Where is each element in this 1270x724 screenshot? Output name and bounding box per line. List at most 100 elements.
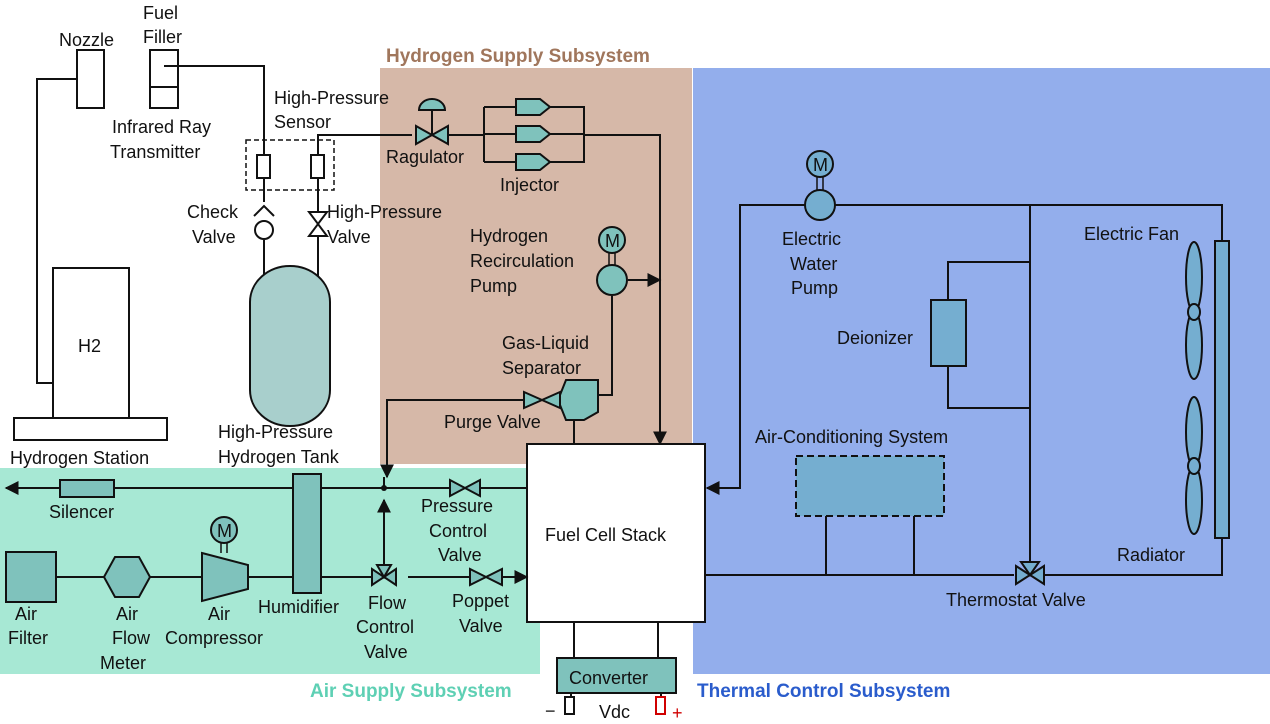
separator-label-1: Gas-Liquid [502, 333, 589, 353]
thermostat-valve [1015, 561, 1045, 586]
converter-label: Converter [569, 668, 648, 688]
regulator [415, 98, 449, 146]
humidifier [292, 473, 322, 594]
thermal-pipes [705, 204, 1223, 576]
thermal-subsystem-title: Thermal Control Subsystem [697, 681, 950, 702]
ac-system-label: Air-Conditioning System [755, 427, 948, 447]
injector-2 [515, 125, 552, 143]
silencer-label: Silencer [49, 502, 114, 522]
hydrogen-supply-pipes [380, 106, 667, 479]
recirc-motor-label: M [605, 231, 620, 251]
infrared-transmitter-2 [310, 154, 325, 179]
check-valve-label-2: Valve [192, 227, 236, 247]
afm-label-2: Flow [112, 628, 151, 648]
infrared-label-2: Transmitter [110, 142, 200, 162]
infrared-label-1: Infrared Ray [112, 117, 211, 137]
air-junction [381, 485, 387, 491]
minus-terminal [564, 696, 575, 715]
fuel-filler-label-1: Fuel [143, 3, 178, 23]
hp-tank-label-1: High-Pressure [218, 422, 333, 442]
fuel-filler-label-2: Filler [143, 27, 182, 47]
flow-control-valve [371, 564, 397, 587]
electric-fan-label: Electric Fan [1084, 224, 1179, 244]
separator-label-2: Separator [502, 358, 581, 378]
fcv-label-1: Flow [368, 593, 407, 613]
air-filter-label-1: Air [15, 604, 37, 624]
recirc-label-1: Hydrogen [470, 226, 548, 246]
recirc-label-3: Pump [470, 276, 517, 296]
ewp-label-2: Water [790, 254, 837, 274]
air-compressor [201, 516, 249, 603]
air-flow-meter [102, 556, 152, 598]
hp-valve-label-2: Valve [327, 227, 371, 247]
regulator-label: Ragulator [386, 147, 464, 167]
ewp-label-1: Electric [782, 229, 841, 249]
ewp-label-3: Pump [791, 278, 838, 298]
hp-valve-label-1: High-Pressure [327, 202, 442, 222]
injector-label: Injector [500, 175, 559, 195]
nozzle-label: Nozzle [59, 30, 114, 50]
radiator [1214, 240, 1230, 539]
pressure-control-valve [449, 478, 481, 498]
ewp-motor-label: M [813, 155, 828, 175]
deionizer [930, 299, 967, 367]
fuel-filler [149, 49, 179, 109]
nozzle [76, 49, 105, 109]
compressor-label-2: Compressor [165, 628, 263, 648]
purge-valve [523, 390, 561, 410]
high-pressure-valve [307, 211, 329, 237]
air-subsystem-title: Air Supply Subsystem [310, 681, 512, 702]
fuel-cell-stack [526, 443, 706, 623]
hydrogen-subsystem-title: Hydrogen Supply Subsystem [386, 46, 650, 67]
check-valve [253, 204, 275, 240]
h2-label: H2 [78, 336, 101, 356]
recirc-label-2: Recirculation [470, 251, 574, 271]
compressor-label-1: Air [208, 604, 230, 624]
thermal-control-region [693, 68, 1270, 674]
vdc-label: Vdc [599, 702, 630, 722]
compressor-motor-label: M [217, 521, 232, 541]
infrared-transmitter-1 [256, 154, 271, 179]
humidifier-label: Humidifier [258, 597, 339, 617]
afm-label-3: Meter [100, 653, 146, 673]
hp-sensor-label-2: Sensor [274, 112, 331, 132]
injector-3 [515, 153, 552, 171]
gas-liquid-separator [556, 379, 599, 421]
fcv-label-2: Control [356, 617, 414, 637]
deionizer-label: Deionizer [837, 328, 913, 348]
fuel-cell-stack-label: Fuel Cell Stack [545, 525, 667, 545]
poppet-valve [469, 567, 503, 587]
poppet-label-1: Poppet [452, 591, 509, 611]
high-pressure-hydrogen-tank [249, 265, 331, 427]
pcv-label-1: Pressure [421, 496, 493, 516]
pcv-label-3: Valve [438, 545, 482, 565]
electric-fan [1185, 241, 1203, 535]
minus-label: − [545, 701, 556, 721]
filling-pipes [36, 65, 412, 384]
check-valve-label-1: Check [187, 202, 239, 222]
thermostat-valve-label: Thermostat Valve [946, 590, 1086, 610]
afm-label-1: Air [116, 604, 138, 624]
poppet-label-2: Valve [459, 616, 503, 636]
hydrogen-recirculation-pump [596, 226, 628, 296]
converter [556, 657, 677, 694]
air-filter-label-2: Filter [8, 628, 48, 648]
purge-valve-label: Purge Valve [444, 412, 541, 432]
radiator-label: Radiator [1117, 545, 1185, 565]
silencer [59, 479, 115, 498]
infrared-transmitter-box [245, 139, 335, 191]
fcv-label-3: Valve [364, 642, 408, 662]
plus-terminal [655, 696, 666, 715]
hp-sensor-label-1: High-Pressure [274, 88, 389, 108]
air-conditioning-system [795, 455, 945, 517]
pcv-label-2: Control [429, 521, 487, 541]
electric-water-pump [804, 150, 836, 221]
air-filter [5, 551, 57, 603]
hydrogen-station-label: Hydrogen Station [10, 448, 149, 468]
hydrogen-station [13, 267, 168, 441]
plus-label: + [672, 703, 683, 723]
injector-1 [515, 98, 552, 116]
hp-tank-label-2: Hydrogen Tank [218, 447, 340, 467]
air-supply-region [0, 468, 540, 674]
